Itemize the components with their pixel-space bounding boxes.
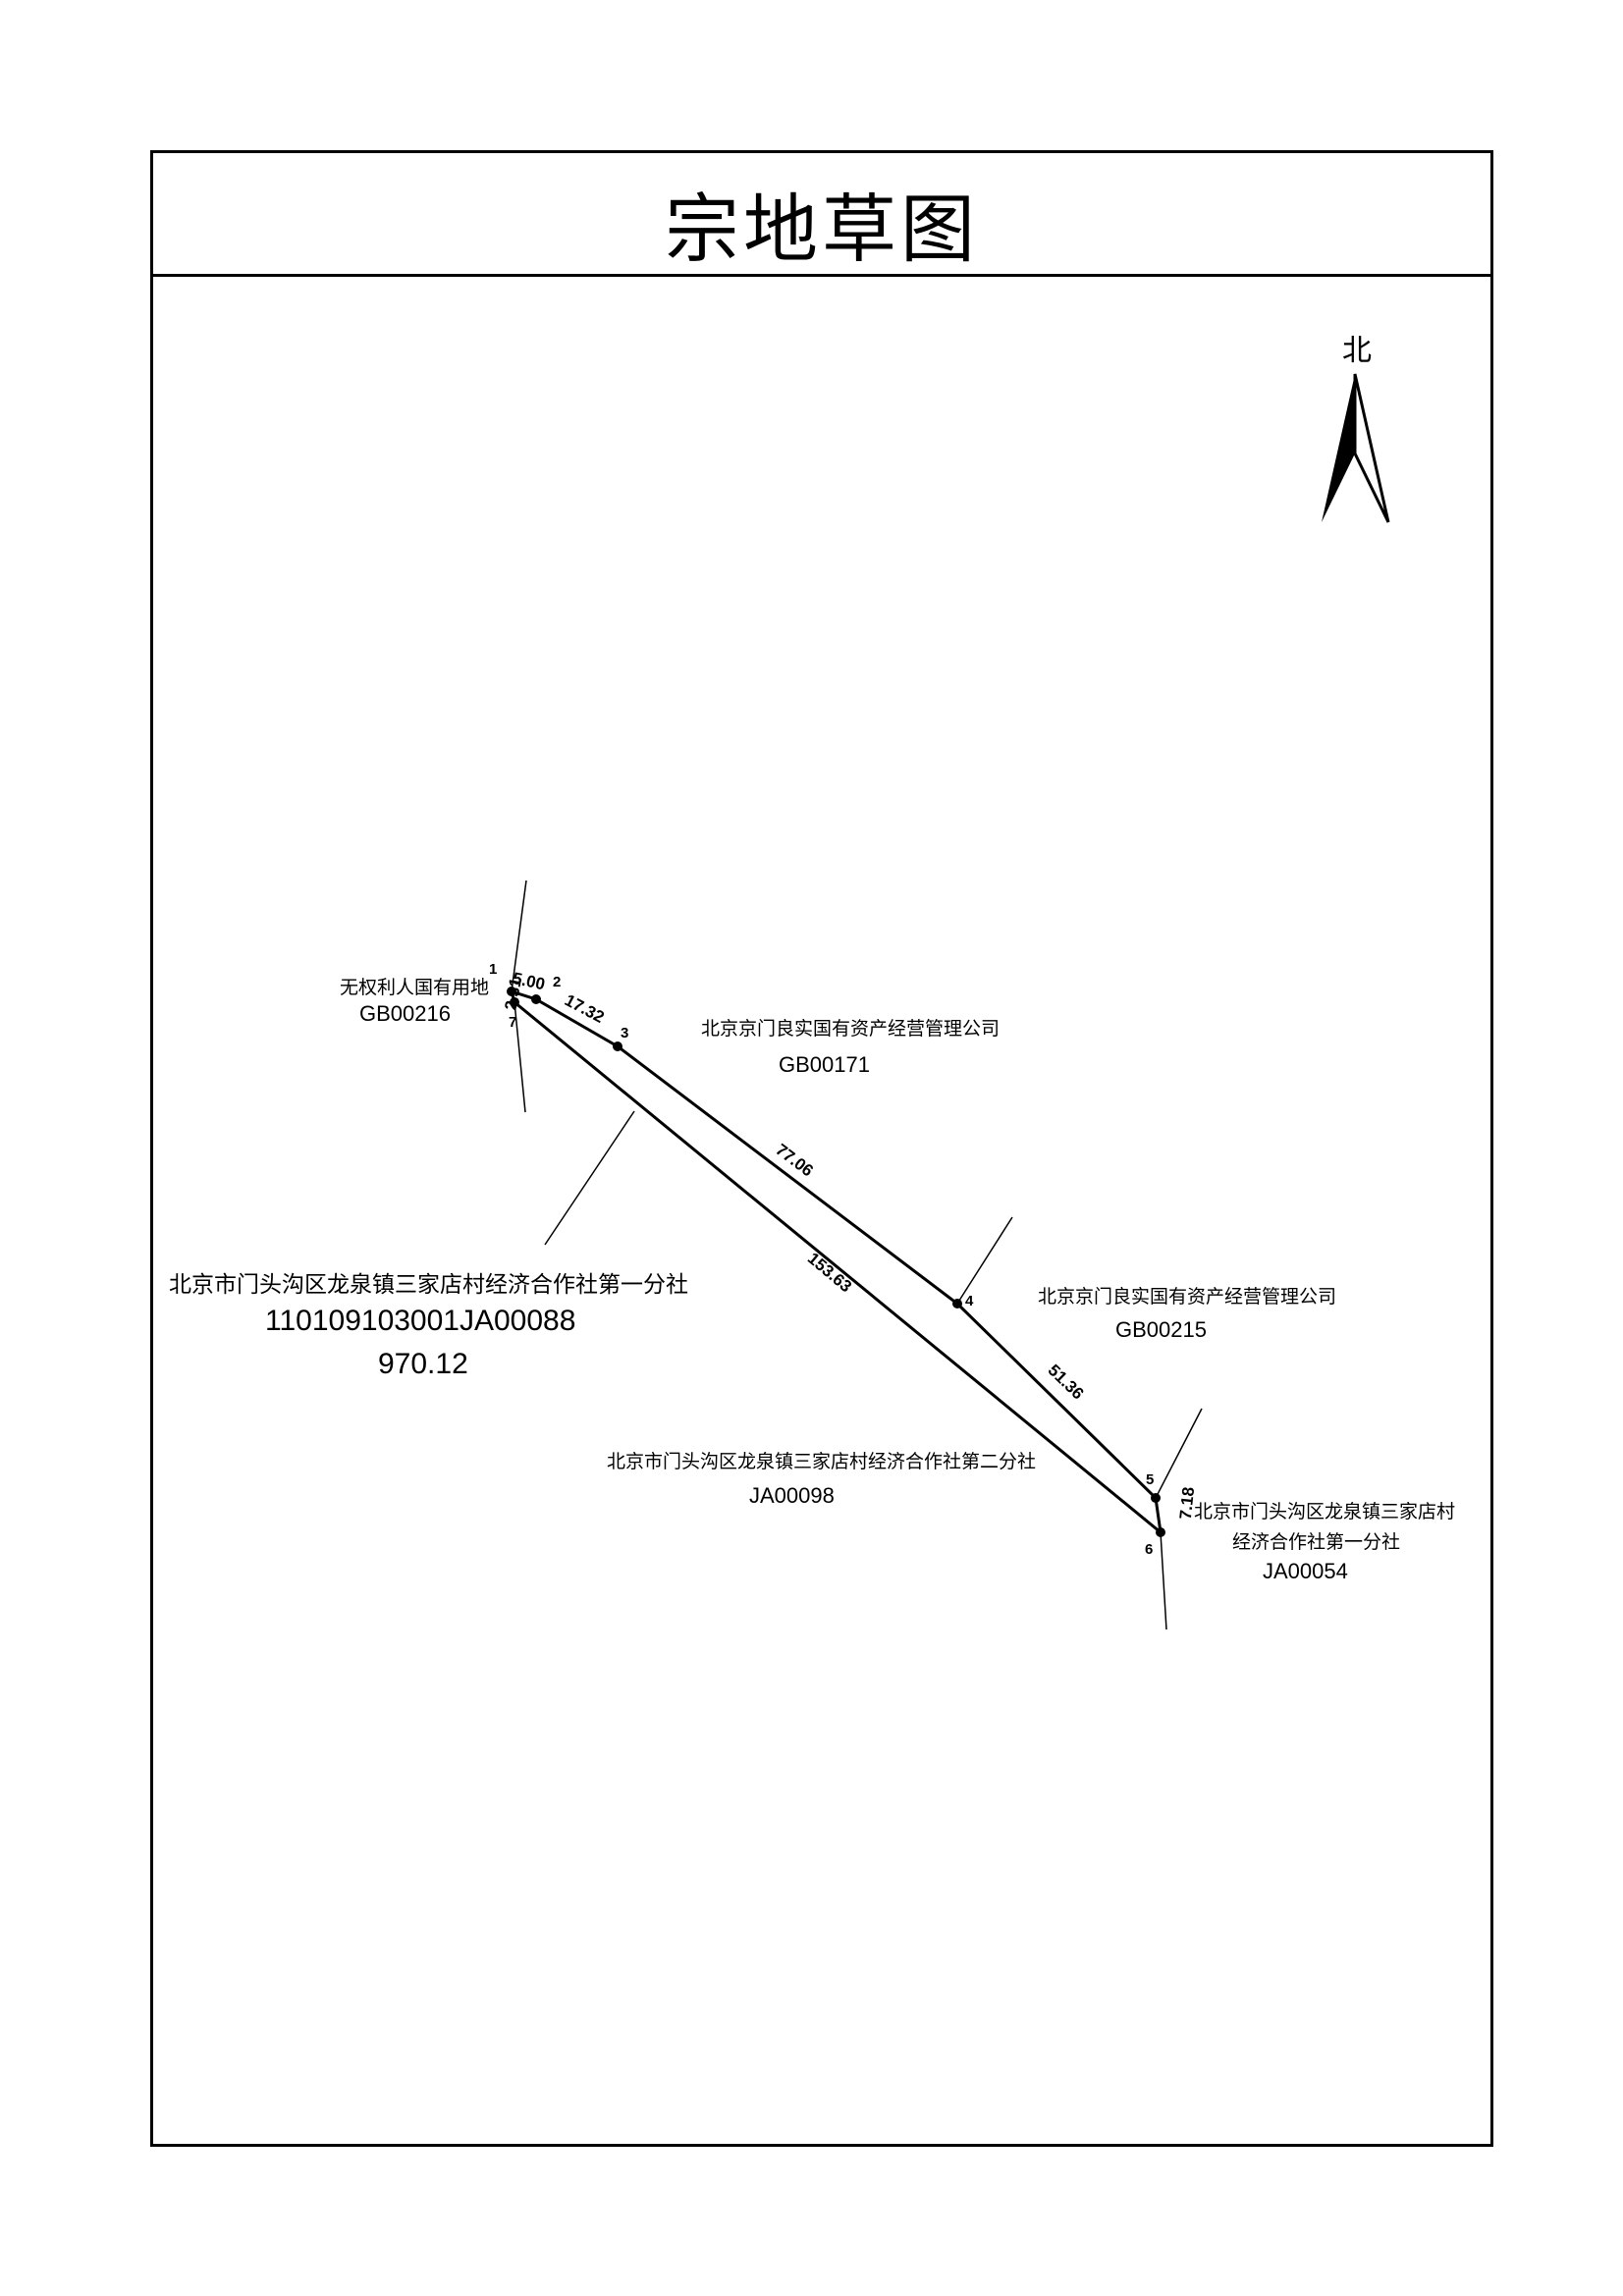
vertex-3 [613, 1041, 622, 1051]
neighbor-name: 经济合作社第一分社 [1232, 1531, 1401, 1553]
vertex-5 [1151, 1493, 1161, 1503]
edge-length-3-4: 77.06 [772, 1141, 816, 1181]
north-label: 北 [1342, 335, 1372, 367]
neighbor-name: 北京京门良实国有资产经营管理公司 [1038, 1286, 1337, 1308]
boundary-marker-line [956, 1216, 1013, 1305]
vertex-7 [510, 997, 519, 1007]
vertex-2 [531, 994, 541, 1004]
point-label-6: 6 [1145, 1541, 1153, 1558]
boundary-vertices [507, 987, 1165, 1537]
vertex-6 [1156, 1527, 1165, 1537]
neighbor-code: GB00216 [359, 1001, 451, 1026]
boundary-marker-line [1160, 1531, 1167, 1630]
page-title: 宗地草图 [665, 186, 979, 273]
boundary-marker-line [514, 1001, 526, 1113]
edge-length-2-3: 17.32 [562, 990, 607, 1027]
boundary-marker-line [1155, 1408, 1203, 1499]
title-band: 宗地草图 [153, 153, 1490, 277]
vertex-1 [507, 987, 516, 996]
point-label-1: 1 [489, 961, 497, 978]
map-frame: 宗地草图 [150, 150, 1493, 2147]
point-label-2: 2 [553, 974, 561, 990]
neighbor-code: GB00215 [1115, 1317, 1207, 1342]
boundary-marker-line [511, 880, 527, 992]
parcel-boundary [509, 988, 1163, 1536]
neighbor-name: 无权利人国有用地 [340, 977, 490, 998]
neighbor-code: JA00054 [1263, 1559, 1348, 1583]
neighbor-name: 北京市门头沟区龙泉镇三家店村 [1194, 1501, 1456, 1522]
point-label-7: 7 [509, 1014, 516, 1031]
point-label-4: 4 [965, 1293, 974, 1309]
parcel-code: 110109103001JA00088 [265, 1305, 576, 1337]
parcel-leader-line [544, 1110, 635, 1246]
parcel-owner: 北京市门头沟区龙泉镇三家店村经济合作社第一分社 [169, 1272, 688, 1298]
edge-length-6-7: 153.63 [804, 1249, 855, 1296]
neighbor-name: 北京市门头沟区龙泉镇三家店村经济合作社第二分社 [607, 1451, 1037, 1472]
point-label-5: 5 [1146, 1471, 1154, 1488]
edge-length-5-6: 7.18 [1176, 1486, 1198, 1521]
vertex-4 [952, 1299, 962, 1308]
neighbor-name: 北京京门良实国有资产经营管理公司 [701, 1018, 1001, 1040]
point-label-3: 3 [621, 1025, 628, 1041]
north-arrow-icon [1322, 373, 1390, 523]
neighbor-code: GB00171 [779, 1052, 870, 1077]
parcel-area: 970.12 [378, 1348, 468, 1380]
neighbor-code: JA00098 [749, 1483, 835, 1508]
